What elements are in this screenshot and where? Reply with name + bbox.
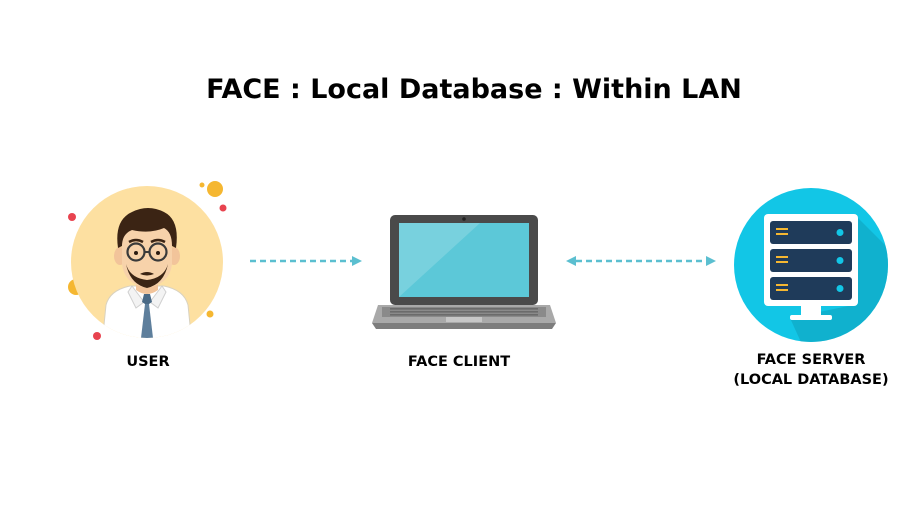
server-icon: [734, 188, 888, 342]
server-label-line2: (LOCAL DATABASE): [733, 372, 889, 388]
server-label-line1: FACE SERVER: [756, 352, 866, 368]
user-label: USER: [126, 354, 170, 370]
user-to-client-arrow: [250, 256, 362, 266]
diagram-title: FACE : Local Database : Within LAN: [206, 74, 742, 105]
client-server-arrow: [566, 256, 716, 266]
laptop-icon: [372, 215, 556, 329]
user-avatar-icon: [68, 181, 227, 340]
client-label: FACE CLIENT: [407, 354, 511, 370]
server-label: FACE SERVER (LOCAL DATABASE): [722, 350, 900, 390]
